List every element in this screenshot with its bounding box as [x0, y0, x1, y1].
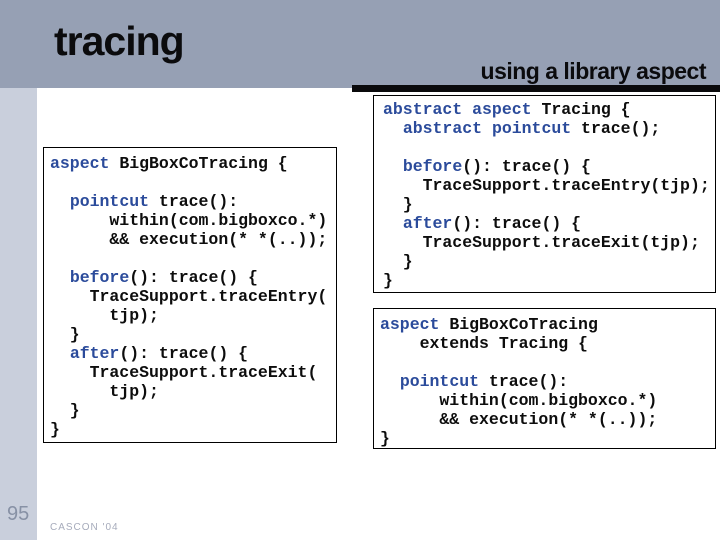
code-line: before(): trace() {	[402, 157, 591, 176]
slide-header: tracing using a library aspect	[0, 0, 720, 88]
code-line: }	[383, 252, 413, 271]
standalone-aspect-code-box: aspect BigBoxCoTracing { pointcut trace(…	[43, 147, 337, 443]
code-line: }	[383, 271, 393, 290]
code-line: tjp);	[50, 382, 159, 401]
concrete-extending-aspect-code-box: aspect BigBoxCoTracing extends Tracing {…	[373, 308, 716, 449]
code-line: aspect BigBoxCoTracing	[380, 315, 598, 334]
code-line: within(com.bigboxco.*)	[380, 391, 658, 410]
page-number: 95	[7, 503, 30, 525]
code-line: && execution(* *(..));	[50, 230, 328, 249]
code-line	[380, 353, 709, 372]
code-line: }	[50, 420, 60, 439]
code-line: within(com.bigboxco.*)	[50, 211, 328, 230]
code-line: extends Tracing {	[380, 334, 588, 353]
code-line: aspect BigBoxCoTracing {	[50, 154, 288, 173]
code-line: }	[383, 195, 413, 214]
code-line: abstract pointcut trace();	[402, 119, 661, 138]
header-accent-bar	[352, 85, 720, 92]
code-line: pointcut trace():	[69, 192, 239, 211]
conference-label: CASCON '04	[50, 522, 119, 533]
code-line: TraceSupport.traceExit(	[50, 363, 318, 382]
code-line: }	[380, 429, 390, 448]
slide-subtitle: using a library aspect	[480, 58, 707, 84]
code-line: }	[50, 401, 80, 420]
slide-title: tracing	[54, 18, 185, 64]
code-line: && execution(* *(..));	[380, 410, 658, 429]
code-line: pointcut trace():	[399, 372, 569, 391]
code-line: }	[50, 325, 80, 344]
code-line	[383, 138, 709, 157]
code-line: TraceSupport.traceEntry(tjp);	[383, 176, 710, 195]
code-line: before(): trace() {	[69, 268, 258, 287]
code-line: TraceSupport.traceExit(tjp);	[383, 233, 700, 252]
code-line	[50, 173, 330, 192]
sidebar	[0, 88, 37, 540]
abstract-library-aspect-code-box: abstract aspect Tracing { abstract point…	[373, 95, 716, 293]
code-line: tjp);	[50, 306, 159, 325]
code-line: after(): trace() {	[69, 344, 249, 363]
code-line	[50, 249, 330, 268]
code-line: abstract aspect Tracing {	[383, 100, 631, 119]
code-line: after(): trace() {	[402, 214, 582, 233]
code-line: TraceSupport.traceEntry(	[50, 287, 328, 306]
